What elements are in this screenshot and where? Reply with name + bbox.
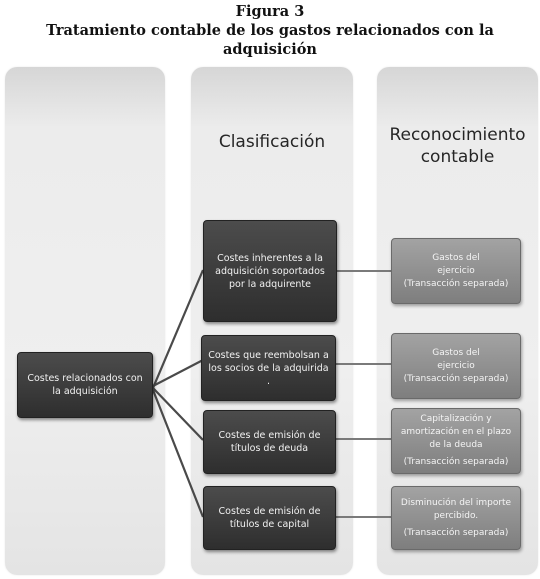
treatment-line: (Transacción separada) bbox=[403, 373, 509, 384]
figure-number: Figura 3 bbox=[235, 3, 305, 20]
connector-root-cat2 bbox=[152, 359, 204, 387]
category-node: Costes de emisión de títulos de deuda bbox=[203, 410, 336, 474]
treatment-node: Gastos del ejercicio (Transacción separa… bbox=[391, 238, 521, 304]
connector-root-cat1 bbox=[151, 269, 205, 389]
root-node: Costes relacionados con la adquisición bbox=[17, 352, 153, 418]
root-node-label: Costes relacionados con la adquisición bbox=[27, 373, 143, 397]
category-node: Costes que reembolsan a los socios de la… bbox=[201, 335, 336, 401]
column-source bbox=[5, 67, 165, 575]
classification-title: Clasificación bbox=[218, 132, 326, 152]
treatment-line: (Transacción separada) bbox=[403, 278, 509, 289]
connector-root-cat4 bbox=[151, 389, 205, 518]
category-label: Costes inherentes a la adquisición sopor… bbox=[215, 252, 325, 290]
treatment-node: Disminución del importe percibido. (Tran… bbox=[391, 486, 521, 550]
recognition-title-line1: Reconocimiento bbox=[389, 125, 526, 145]
treatment-line: Disminución del importe percibido. bbox=[400, 497, 512, 521]
treatment-line: (Transacción separada) bbox=[403, 457, 509, 467]
figure-title: Tratamiento contable de los gastos relac… bbox=[46, 22, 494, 58]
category-node: Costes inherentes a la adquisición sopor… bbox=[203, 220, 337, 322]
category-node: Costes de emisión de títulos de capital bbox=[203, 486, 336, 550]
treatment-node: Gastos del ejercicio (Transacción separa… bbox=[391, 333, 521, 399]
treatment-line: ejercicio bbox=[437, 360, 475, 371]
category-label: Costes que reembolsan a los socios de la… bbox=[208, 349, 329, 387]
recognition-title-line2: contable bbox=[420, 147, 495, 167]
category-label: Costes de emisión de títulos de deuda bbox=[218, 430, 321, 454]
figure-header: Figura 3 Tratamiento contable de los gas… bbox=[0, 3, 540, 59]
connector-root-cat3 bbox=[152, 387, 204, 441]
treatment-line: Capitalización y amortización en el plaz… bbox=[400, 414, 512, 450]
category-label: Costes de emisión de títulos de capital bbox=[218, 506, 321, 530]
treatment-line: ejercicio bbox=[437, 265, 475, 276]
treatment-line: Gastos del bbox=[432, 347, 480, 358]
treatment-line: Gastos del bbox=[432, 252, 480, 263]
treatment-line: (Transacción separada) bbox=[403, 527, 509, 538]
recognition-title: Reconocimiento contable bbox=[377, 124, 538, 168]
treatment-node: Capitalización y amortización en el plaz… bbox=[391, 408, 521, 474]
